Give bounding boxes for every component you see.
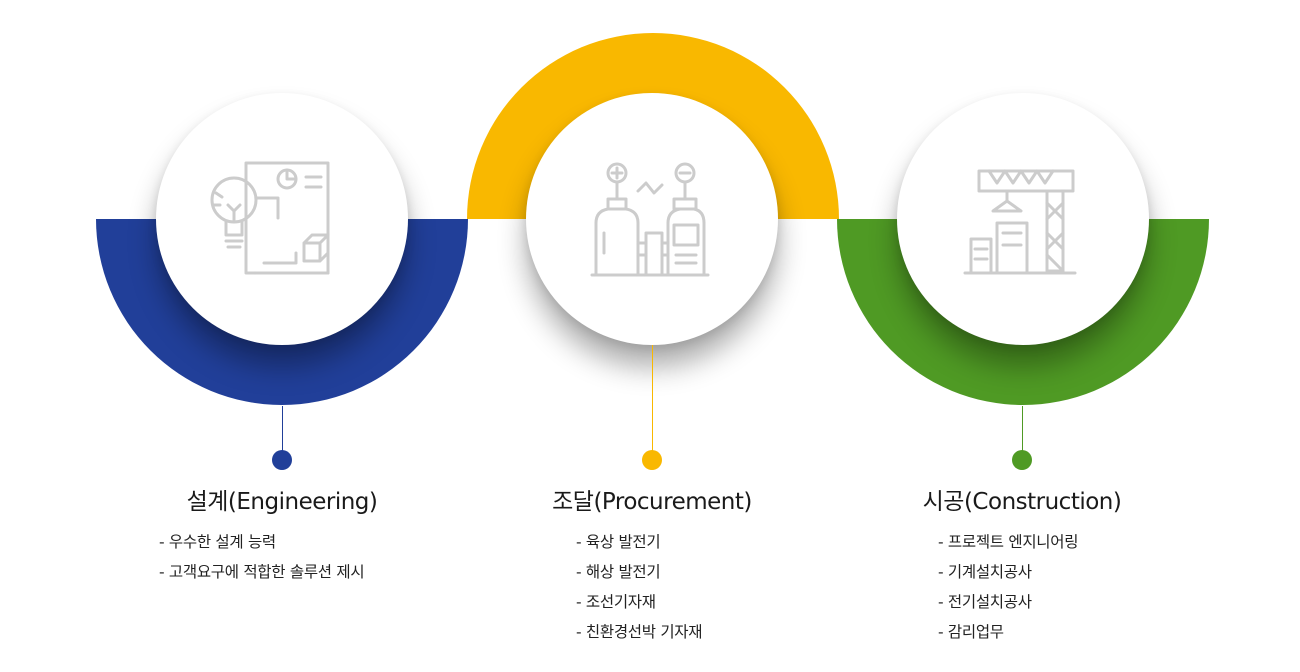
procurement-title: 조달(Procurement) [552,489,752,515]
list-item: - 조선기자재 [576,593,656,611]
list-item: - 기계설치공사 [938,563,1032,581]
engineering-title: 설계(Engineering) [186,489,378,515]
engineering-stem [282,406,283,452]
power-generator-icon [590,162,710,277]
procurement-stem [652,345,653,452]
list-item: - 전기설치공사 [938,593,1032,611]
list-item: - 육상 발전기 [576,533,661,551]
engineering-dot [272,450,292,470]
list-item: - 해상 발전기 [576,563,661,581]
procurement-circle [526,93,778,345]
lightbulb-blueprint-icon [210,161,330,275]
construction-crane-icon [963,169,1077,275]
construction-dot [1012,450,1032,470]
engineering-list: - 우수한 설계 능력 - 고객요구에 적합한 솔루션 제시 [159,527,365,587]
list-item: - 감리업무 [938,623,1004,641]
engineering-circle [156,93,408,345]
list-item: - 친환경선박 기자재 [576,623,703,641]
construction-list: - 프로젝트 엔지니어링 - 기계설치공사 - 전기설치공사 - 감리업무 [938,527,1079,647]
procurement-dot [642,450,662,470]
list-item: - 프로젝트 엔지니어링 [938,533,1079,551]
construction-title: 시공(Construction) [922,489,1122,515]
procurement-list: - 육상 발전기 - 해상 발전기 - 조선기자재 - 친환경선박 기자재 [576,527,703,647]
construction-stem [1022,406,1023,452]
list-item: - 고객요구에 적합한 솔루션 제시 [159,563,365,581]
construction-circle [897,93,1149,345]
list-item: - 우수한 설계 능력 [159,533,276,551]
